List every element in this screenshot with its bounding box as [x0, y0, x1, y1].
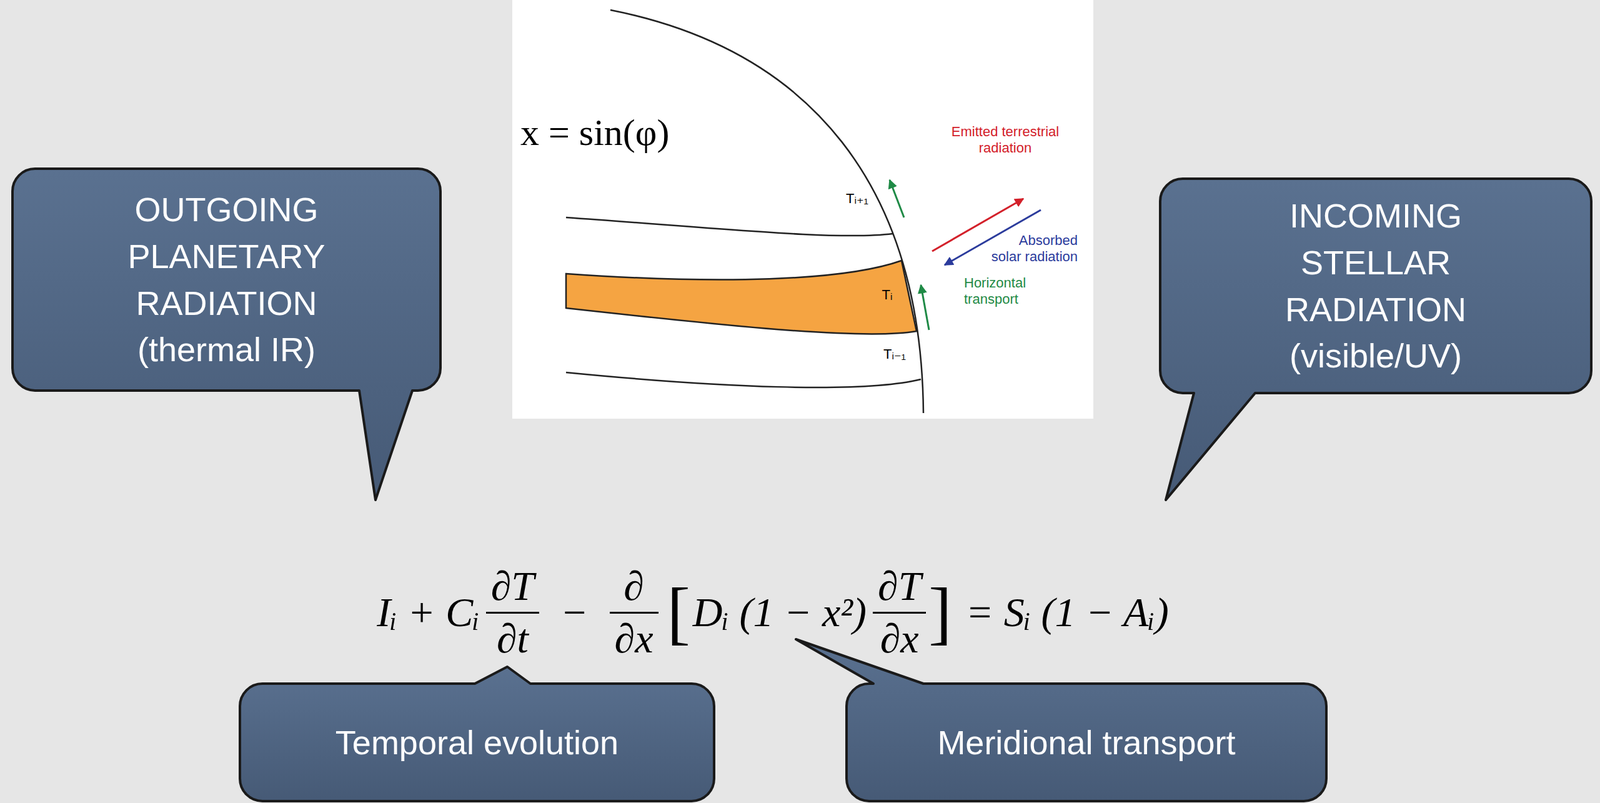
fraction-numerator: ∂T	[872, 563, 926, 612]
fraction-denominator: ∂x	[875, 613, 925, 662]
fraction-denominator: ∂x	[609, 613, 659, 662]
formula-label: x = sin(φ)	[520, 109, 670, 155]
callout-title: INCOMING STELLAR RADIATION	[1244, 192, 1507, 333]
fraction-bar	[872, 611, 926, 614]
temperature-label: Tᵢ	[882, 286, 893, 304]
callout-title: Temporal evolution	[335, 719, 619, 766]
callout-box: Meridional transport	[846, 683, 1327, 801]
fraction-denominator: ∂t	[491, 613, 534, 662]
planet-limb	[610, 9, 924, 413]
equation-term: Iᵢ + Cᵢ	[376, 589, 480, 636]
transport-arrow	[920, 284, 930, 330]
temperature-label: Tᵢ₋₁	[883, 346, 906, 363]
annotation-label: Absorbed solar radiation	[987, 232, 1078, 265]
temperature-label: Tᵢ₊₁	[845, 190, 869, 207]
equation-term: Dᵢ (1 − x²)	[692, 589, 867, 636]
callout-subtitle: (visible/UV)	[1289, 332, 1462, 380]
equation-term: [	[667, 577, 691, 648]
callout-outline	[1160, 178, 1592, 500]
latitude-band	[566, 260, 917, 335]
fraction-numerator: ∂T	[486, 563, 540, 612]
fraction-numerator: ∂	[618, 563, 650, 612]
equation-term: −	[560, 589, 589, 636]
callout-subtitle: (thermal IR)	[137, 326, 316, 373]
transport-arrow	[889, 179, 905, 218]
callout-outline	[795, 639, 1327, 801]
fraction-bar	[486, 611, 540, 614]
annotation-label: Emitted terrestrial radiation	[945, 123, 1065, 157]
fraction: ∂T∂t	[486, 563, 540, 661]
equation-term: ]	[928, 577, 952, 648]
annotation-label: Horizontal transport	[963, 274, 1036, 308]
callout-box: INCOMING STELLAR RADIATION(visible/UV)	[1160, 178, 1592, 393]
callout-title: Meridional transport	[937, 719, 1236, 766]
callout-outline	[12, 168, 441, 500]
fraction: ∂∂x	[609, 563, 659, 661]
latitude-line	[566, 217, 893, 236]
latitude-line	[566, 372, 921, 388]
callout-box: Temporal evolution	[239, 683, 715, 801]
illustration-ground	[512, 0, 1094, 419]
callout-box: OUTGOING PLANETARY RADIATION(thermal IR)	[12, 168, 441, 391]
fraction-bar	[609, 611, 659, 614]
equation: Iᵢ + Cᵢ∂T∂t−∂∂x[Dᵢ (1 − x²)∂T∂x]= Sᵢ (1 …	[0, 549, 1546, 675]
fraction: ∂T∂x	[872, 563, 926, 661]
equation-term: = Sᵢ (1 − Aᵢ)	[965, 589, 1169, 636]
emission-arrow	[932, 198, 1024, 252]
callout-outline	[239, 666, 715, 801]
callout-title: OUTGOING PLANETARY RADIATION	[95, 186, 358, 327]
